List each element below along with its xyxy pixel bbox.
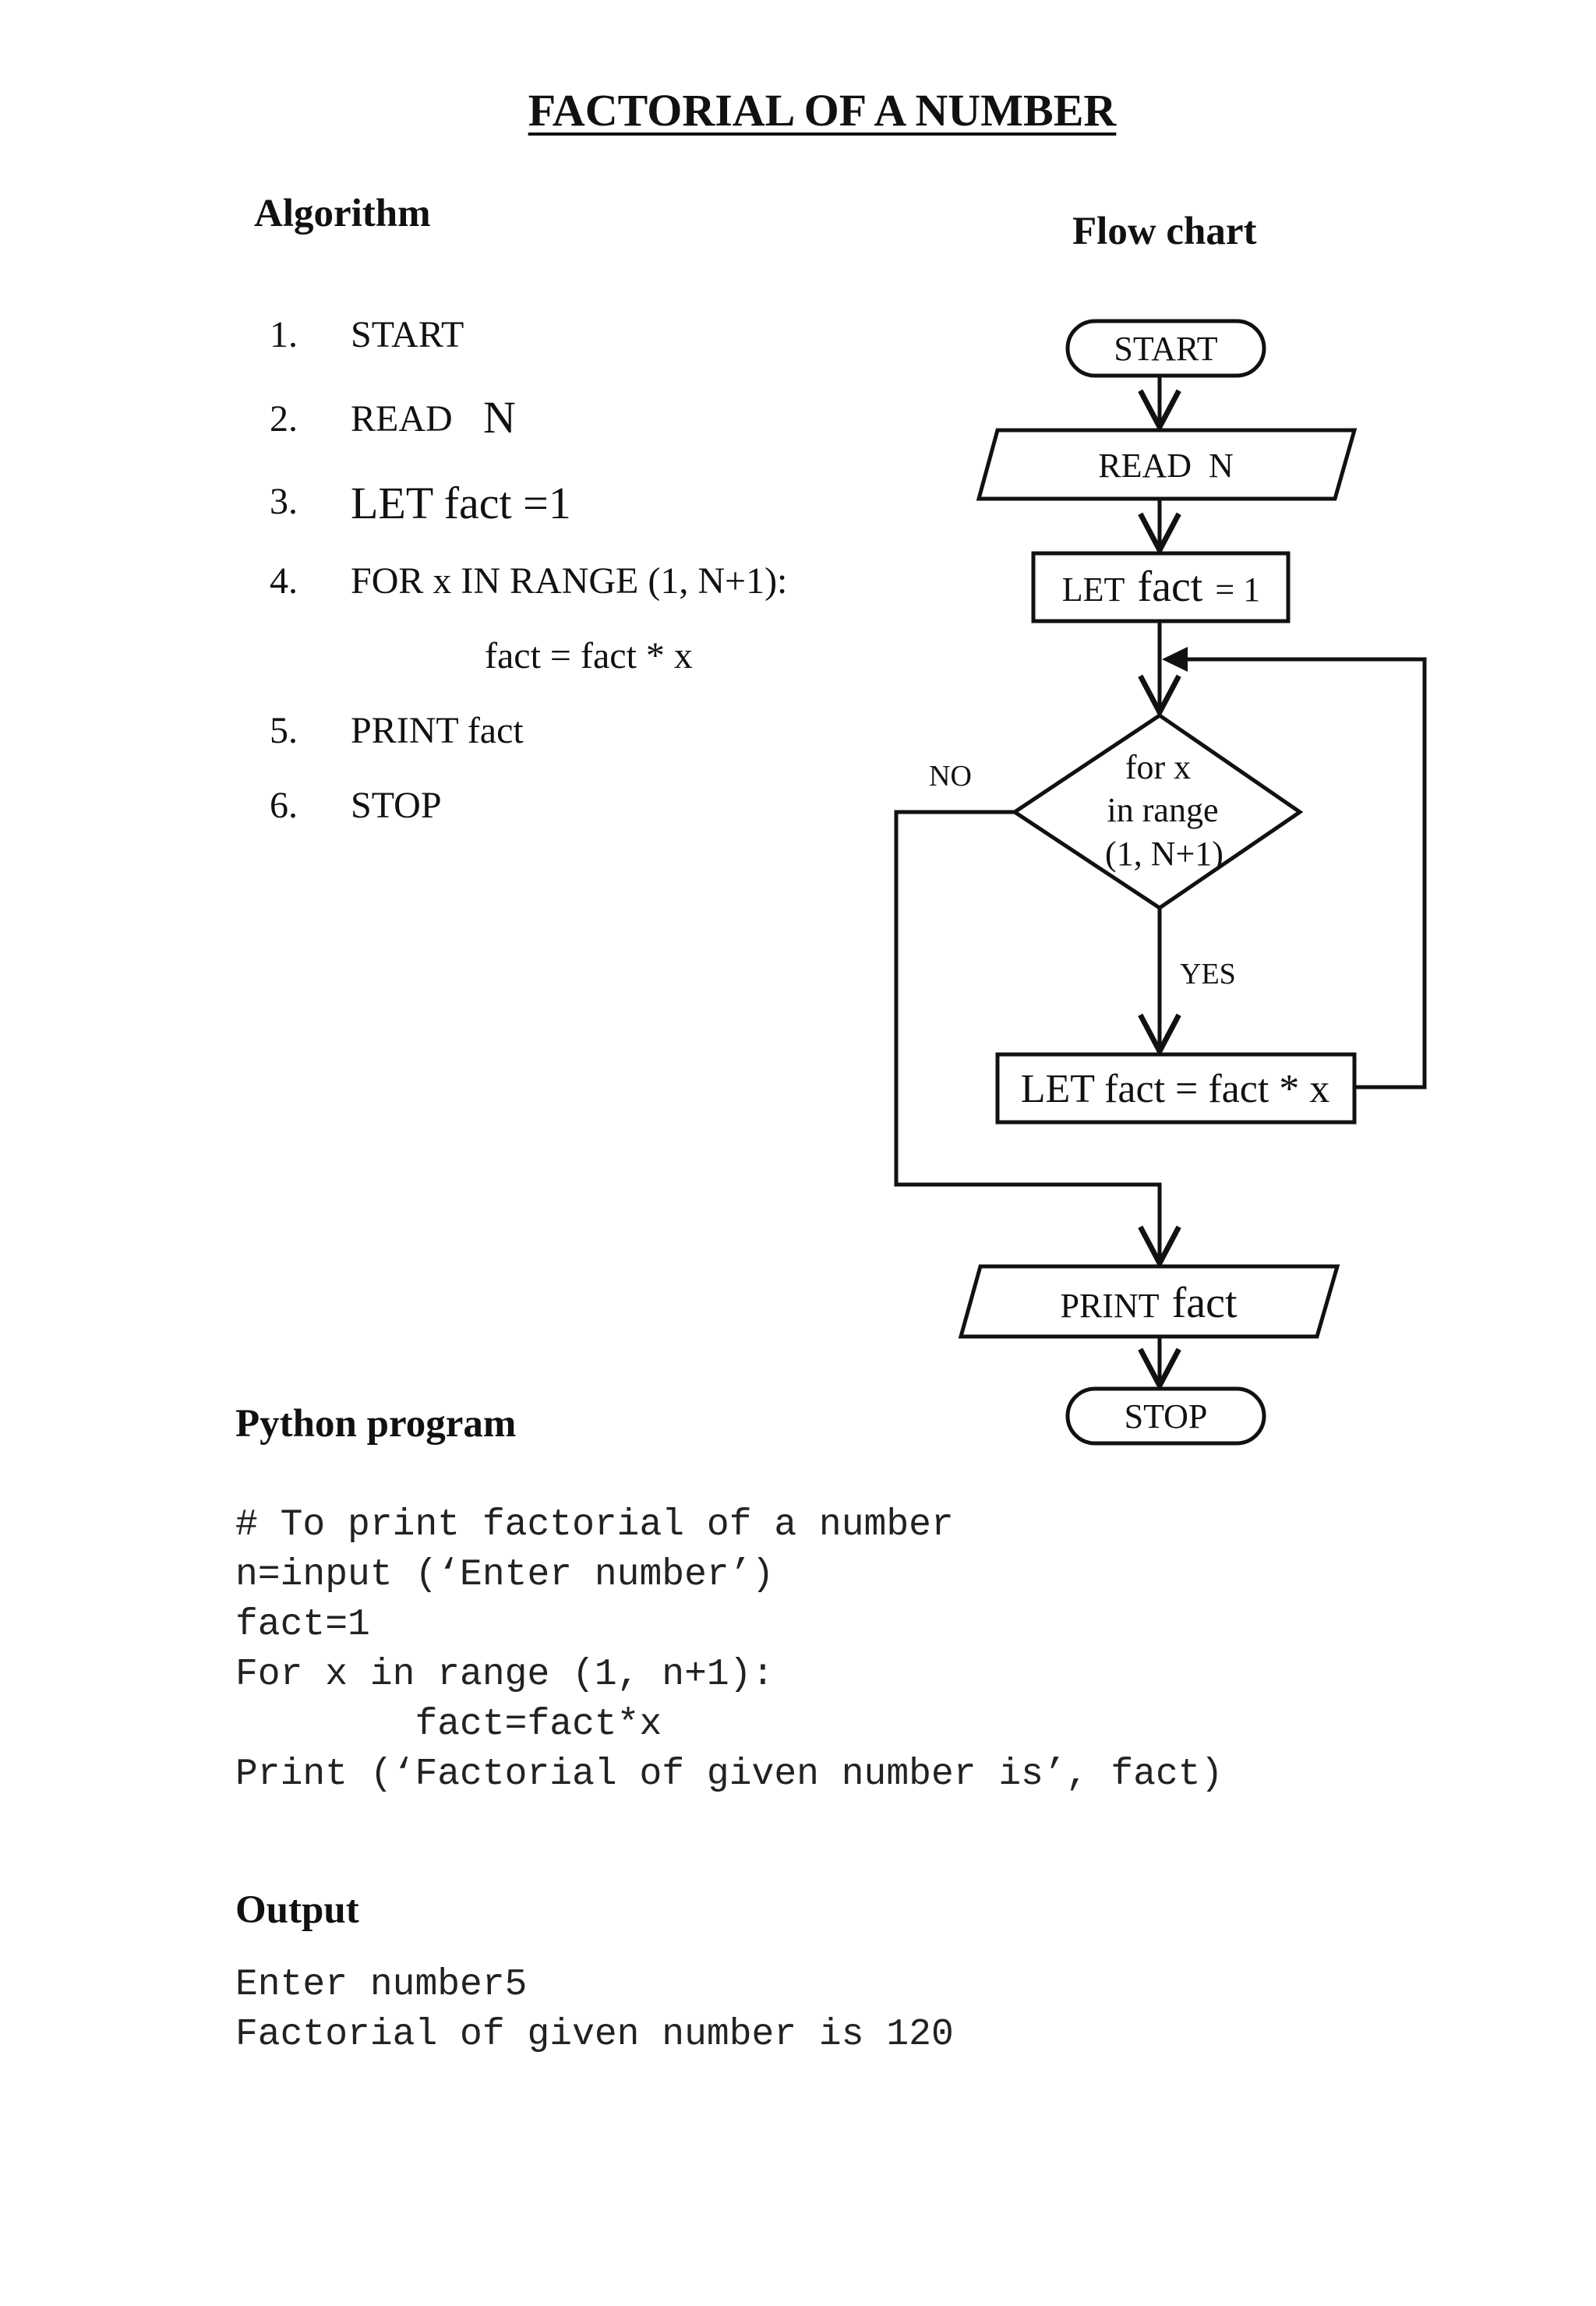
step-number: 2. bbox=[270, 398, 298, 440]
print-label: PRINT fact bbox=[1060, 1279, 1237, 1327]
code-line: fact=1 bbox=[235, 1604, 370, 1646]
step-text: FOR x IN RANGE (1, N+1): bbox=[351, 560, 788, 602]
code-line: fact=fact*x bbox=[235, 1704, 662, 1746]
print-output-shape bbox=[958, 1264, 1340, 1339]
yes-label: YES bbox=[1180, 958, 1236, 991]
decision-line-1: for x bbox=[1125, 748, 1191, 786]
page-title: FACTORIAL OF A NUMBER bbox=[528, 85, 1117, 136]
no-label: NO bbox=[929, 760, 972, 793]
flowchart-heading: Flow chart bbox=[1072, 210, 1257, 253]
init-keyword: LET bbox=[1062, 570, 1125, 609]
start-label: START bbox=[1114, 330, 1217, 368]
step-text: READ bbox=[351, 398, 453, 440]
print-keyword: PRINT bbox=[1060, 1287, 1159, 1325]
output-line: Enter number5 bbox=[235, 1964, 528, 2006]
decision-line-3: (1, N+1) bbox=[1105, 835, 1223, 873]
decision-line-2: in range bbox=[1107, 791, 1219, 829]
step-number: 5. bbox=[270, 710, 298, 751]
init-variable: fact bbox=[1137, 563, 1202, 611]
step-text: START bbox=[351, 314, 464, 355]
step-text: PRINT fact bbox=[351, 710, 524, 751]
step-number: 1. bbox=[270, 314, 298, 355]
step-number: 6. bbox=[270, 785, 298, 826]
loop-back-line bbox=[1178, 657, 1427, 1089]
print-variable: fact bbox=[1172, 1279, 1238, 1327]
init-label: LET fact = 1 bbox=[1062, 563, 1260, 611]
update-label: LET fact = fact * x bbox=[1021, 1067, 1330, 1111]
stop-label: STOP bbox=[1125, 1397, 1208, 1436]
code-line: # To print factorial of a number bbox=[235, 1504, 954, 1546]
read-input-shape bbox=[976, 428, 1358, 501]
step-variable: N bbox=[483, 392, 516, 443]
init-value: = 1 bbox=[1215, 570, 1260, 609]
step-number: 4. bbox=[270, 560, 298, 602]
loop-back-arrowhead bbox=[1162, 647, 1188, 672]
code-line: n=input (‘Enter number’) bbox=[235, 1554, 775, 1596]
step-number: 3. bbox=[270, 481, 298, 522]
code-line: For x in range (1, n+1): bbox=[235, 1654, 775, 1696]
start-terminal bbox=[1065, 319, 1266, 378]
output-heading: Output bbox=[235, 1888, 359, 1932]
step-text: fact = fact * x bbox=[485, 635, 693, 676]
step-text: STOP bbox=[351, 785, 442, 826]
read-label: READ N bbox=[1098, 447, 1234, 485]
output-line: Factorial of given number is 120 bbox=[235, 2014, 954, 2056]
python-heading: Python program bbox=[235, 1402, 517, 1446]
algorithm-heading: Algorithm bbox=[254, 192, 431, 235]
step-text: LET fact =1 bbox=[351, 478, 571, 528]
arrow-decision-no bbox=[894, 810, 1160, 1263]
code-line: Print (‘Factorial of given number is’, f… bbox=[235, 1753, 1223, 1796]
